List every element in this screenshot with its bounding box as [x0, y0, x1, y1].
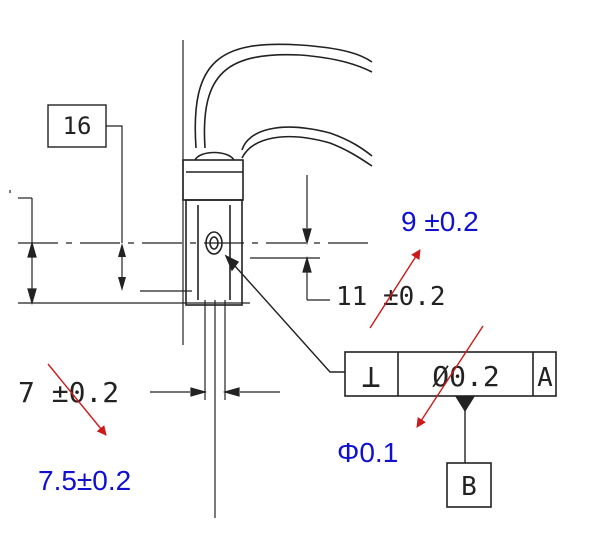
annotation-9: 9 ±0.2 [401, 206, 479, 237]
dimension-11-label: 11 ±0.2 [336, 282, 446, 312]
dimension-7: 7 ±0.2 [18, 376, 280, 409]
arrow-9 [369, 249, 421, 329]
arrow-7-5 [47, 363, 107, 436]
component-outline [182, 43, 373, 306]
balloon-16: 16 [47, 104, 126, 291]
dimension-11: 11 ±0.2 [302, 175, 446, 312]
arrow-phi [416, 325, 484, 428]
fcf-leader [224, 254, 345, 373]
left-vertical-dimension [18, 197, 37, 306]
datum-b-label: B [461, 472, 477, 502]
perpendicularity-symbol: ⊥ [361, 357, 380, 395]
dimension-7-label: 7 ±0.2 [18, 376, 119, 409]
balloon-16-label: 16 [63, 112, 92, 140]
feature-control-frame: ⊥ Ø0.2 A [344, 351, 557, 397]
markup-arrows [47, 249, 484, 436]
centerlines [9, 40, 375, 518]
fcf-datum-a: A [537, 363, 553, 393]
markup-annotations: 9 ±0.2 7.5±0.2 Φ0.1 [38, 206, 479, 496]
annotation-7-5: 7.5±0.2 [38, 465, 131, 496]
annotation-phi-0-1: Φ0.1 [337, 437, 398, 468]
datum-b: B [446, 396, 492, 508]
